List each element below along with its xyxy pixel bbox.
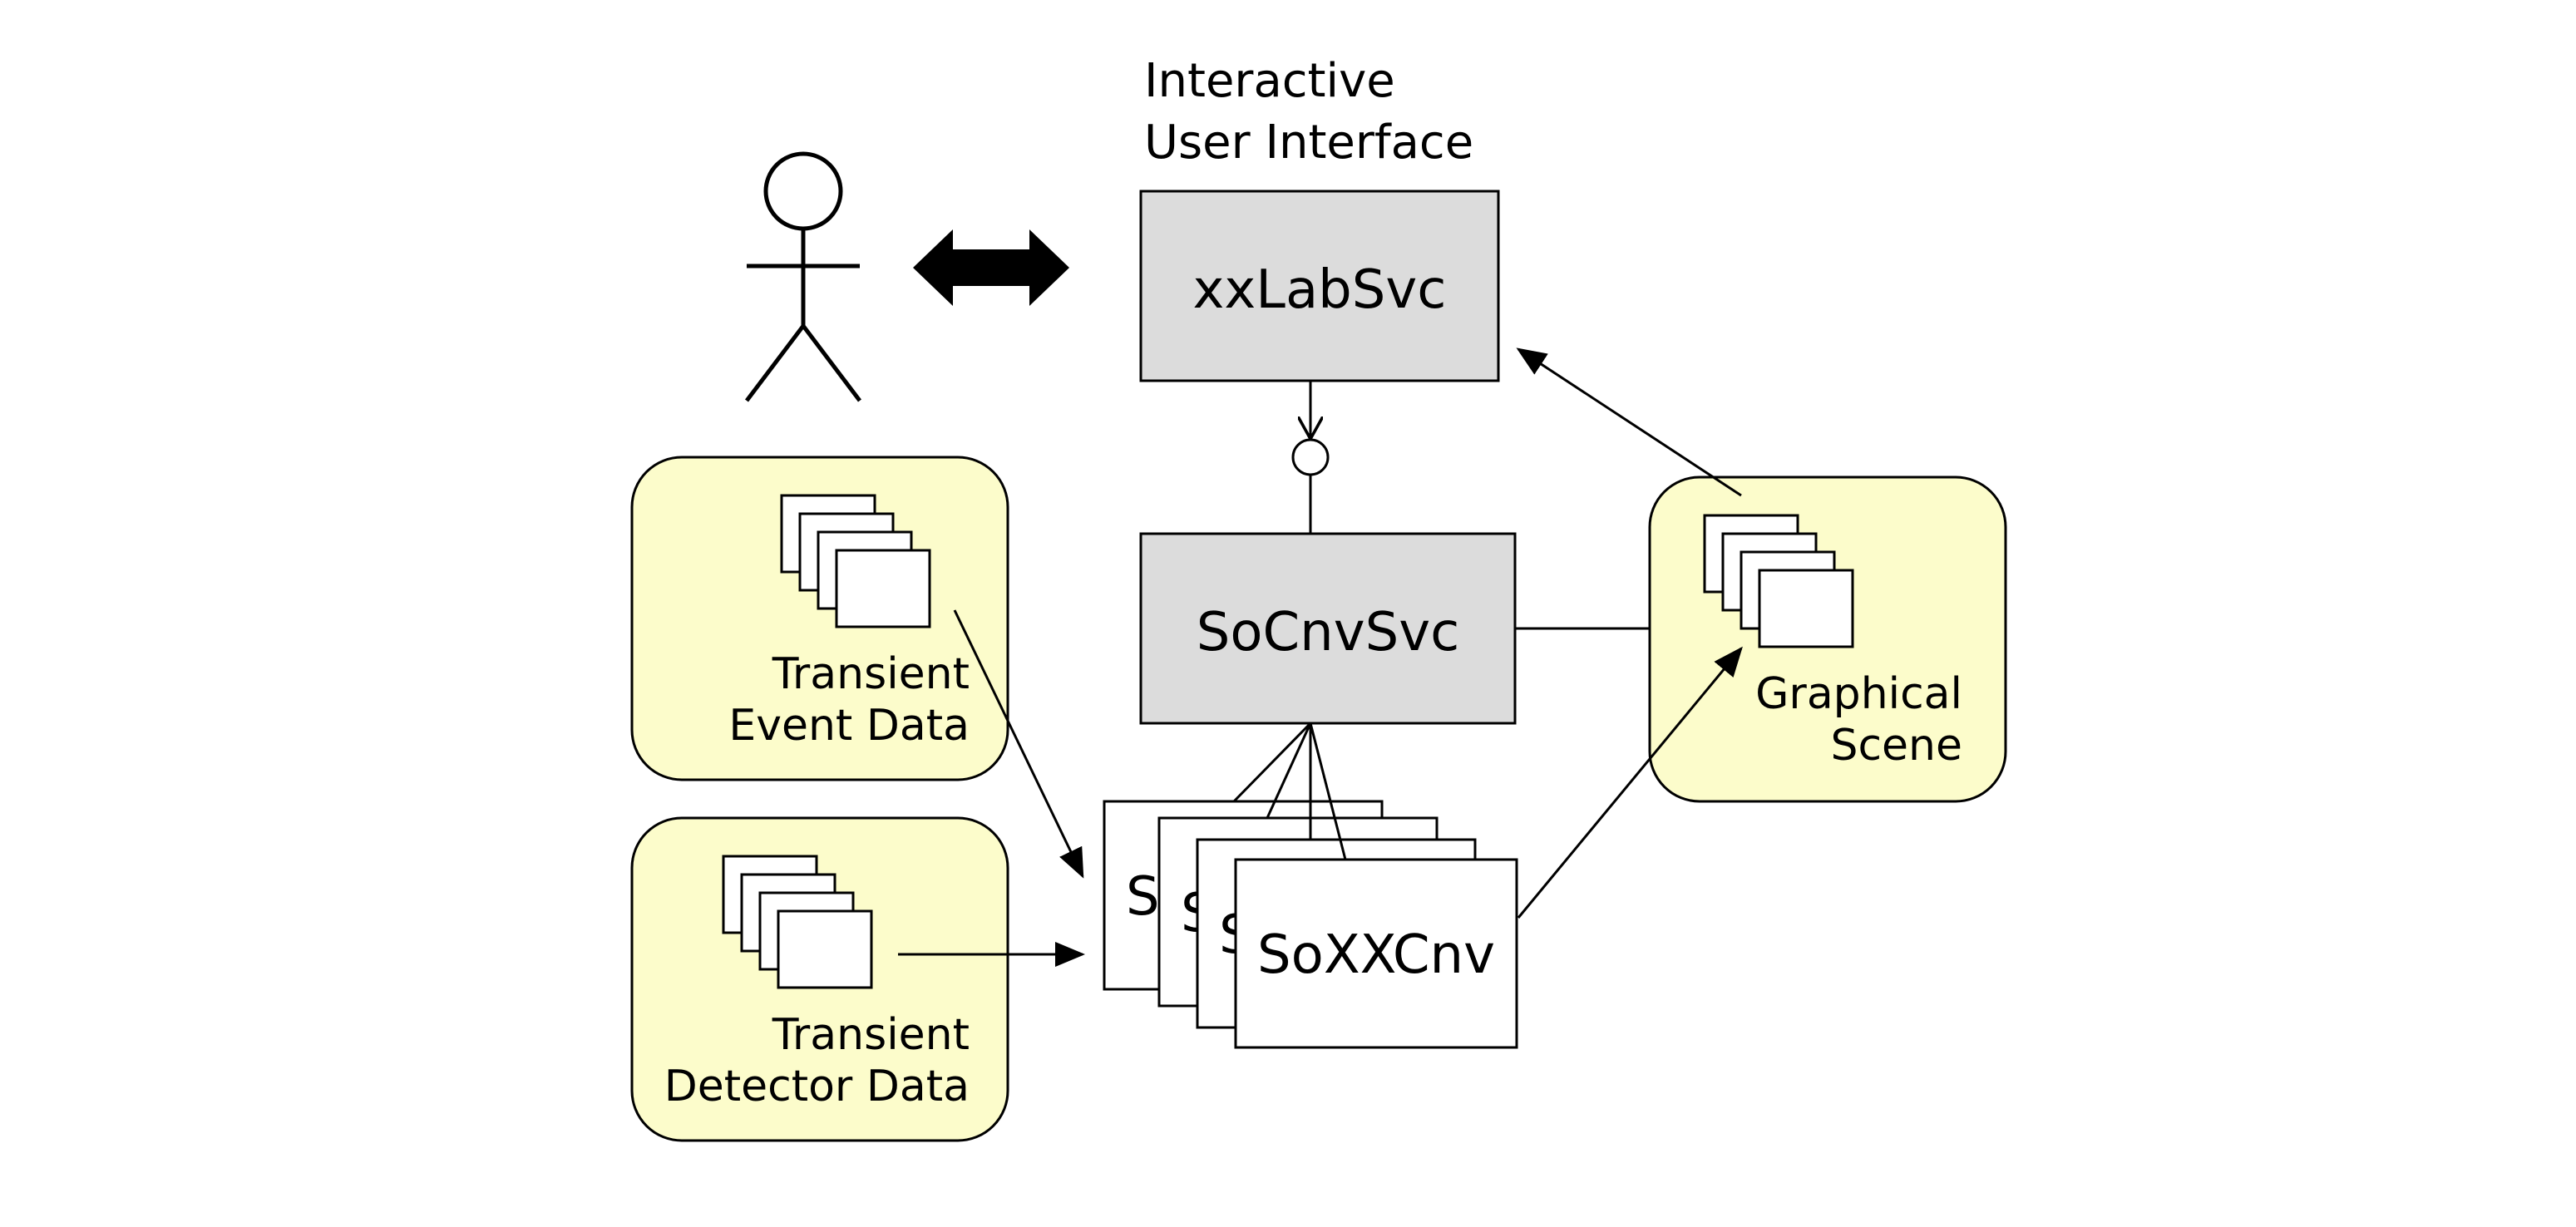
transient-detector-data-store: Transient Detector Data (630, 816, 1009, 1142)
xxlabsvc-node: xxLabSvc (1139, 190, 1500, 382)
detector-stacked-pages-icon (722, 855, 873, 989)
converter-card-1-label: S (1126, 866, 1160, 928)
xxlabsvc-label: xxLabSvc (1193, 259, 1447, 321)
graphical-scene-store: Graphical Scene (1648, 476, 2007, 803)
user-stick-figure-icon (745, 151, 861, 402)
lollipop-interface-icon (1291, 381, 1330, 534)
diagram-title-line1: Interactive (1144, 54, 1395, 108)
socnvsvc-node: SoCnvSvc (1139, 532, 1517, 725)
double-arrow-icon (913, 229, 1069, 306)
transient-event-data-store: Transient Event Data (630, 456, 1009, 781)
socnvsvc-to-converters-links (1232, 722, 1347, 860)
scene-to-xxlabsvc-arrow (1516, 347, 1742, 497)
event-store-label-line2: Event Data (728, 701, 970, 751)
converter-stack: S S S SoXXCnv (1103, 722, 1518, 1049)
socnvsvc-box (1139, 532, 1517, 725)
event-stacked-pages-icon (780, 494, 931, 628)
socnvsvc-label: SoCnvSvc (1197, 602, 1460, 663)
scene-stacked-pages-icon (1703, 514, 1854, 648)
event-store-label-line1: Transient (772, 649, 970, 699)
converter-to-scene-arrow (1517, 646, 1743, 919)
event-data-to-converter-arrow (953, 609, 1084, 879)
xxlabsvc-box (1139, 190, 1500, 382)
event-store-box (630, 456, 1009, 781)
scene-store-label-line1: Graphical (1755, 669, 1962, 719)
detector-store-label-line2: Detector Data (664, 1062, 970, 1111)
soxxcnv-label: SoXXCnv (1257, 924, 1495, 986)
scene-store-label-line2: Scene (1830, 721, 1962, 771)
diagram-title-line2: User Interface (1144, 116, 1473, 170)
detector-store-label-line1: Transient (772, 1010, 970, 1060)
soxxcnv-card (1234, 858, 1518, 1049)
